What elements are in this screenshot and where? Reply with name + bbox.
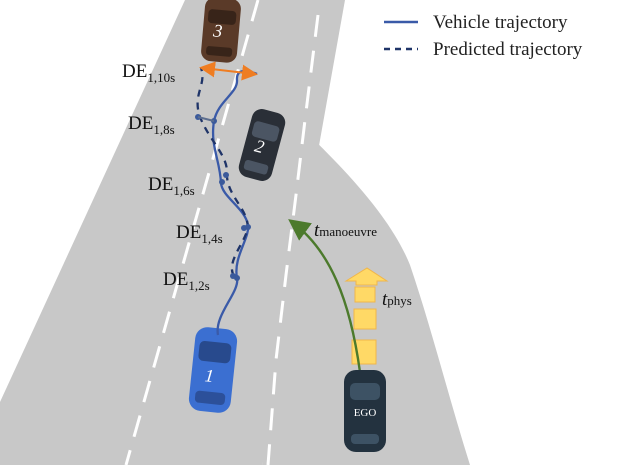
manoeuvre-arrow [288,219,362,373]
trajectory-point [219,179,225,185]
trajectory-point [230,273,236,279]
legend-predicted-trajectory-label: Predicted trajectory [433,39,583,60]
de-1-2s-label: DE1,2s [163,269,210,293]
de-1-8s-label: DE1,8s [128,113,175,137]
trajectory-point [241,225,247,231]
car-2-rear-window [243,159,269,175]
trajectory-point [223,172,229,178]
t-manoeuvre-label: tmanoeuvre [314,220,377,241]
car-3-rear-window [206,46,233,57]
car-1-label: 1 [204,365,215,386]
car-2-windshield [251,121,280,142]
ego-rear-window [351,434,379,444]
ego-vehicle: EGO [344,370,386,452]
vehicle-1: 1 [188,327,238,413]
de-1-4s-label: DE1,4s [176,222,223,246]
road-network [0,0,470,465]
legend: Vehicle trajectory Predicted trajectory [384,12,583,60]
de-1-6s-label: DE1,6s [148,174,195,198]
vehicle-2: 2 [238,109,286,181]
legend-vehicle-trajectory-label: Vehicle trajectory [433,12,568,33]
car-3-label: 3 [212,20,224,41]
ego-windshield [350,383,380,400]
t-phys-label: tphys [382,289,412,310]
de-1-8s-line [197,116,215,122]
vehicle-3: 3 [201,0,241,63]
de-1-10s-label: DE1,10s [122,61,175,85]
displacement-error-lines [197,116,215,122]
trajectory-points [195,114,251,281]
car-3-windshield [207,9,237,25]
ego-label: EGO [354,407,377,419]
phys-block [353,308,377,330]
phys-block-arrow [344,267,389,286]
phys-block [354,286,376,303]
de-1-10s-arrow [199,61,258,81]
car-1-windshield [198,340,232,364]
car-1-rear-window [194,390,226,405]
